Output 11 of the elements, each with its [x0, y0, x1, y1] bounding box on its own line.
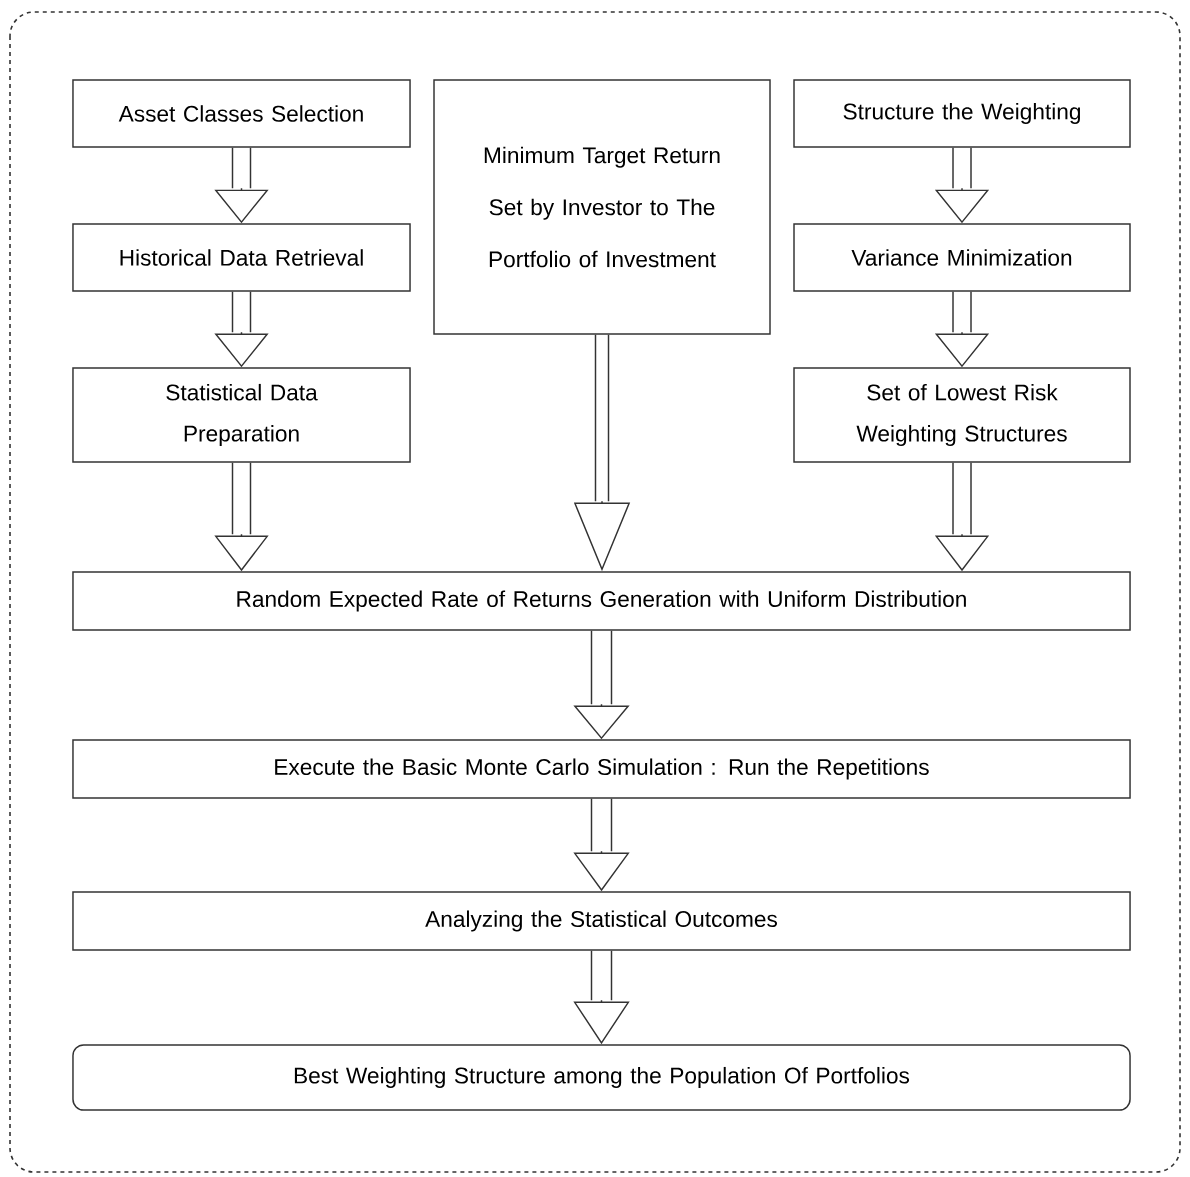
process-box: Historical Data Retrieval [72, 223, 411, 292]
process-box: Statistical Data Preparation [72, 367, 411, 463]
process-box: Set of Lowest Risk Weighting Structures [793, 367, 1131, 463]
process-box: Structure the Weighting [793, 79, 1131, 148]
process-box: Analyzing the Statistical Outcomes [72, 891, 1131, 951]
terminal-box: Best Weighting Structure among the Population Of Portfolios [72, 1044, 1131, 1111]
process-box: Asset Classes Selection [72, 79, 411, 148]
process-box: Variance Minimization [793, 223, 1131, 292]
process-box: Execute the Basic Monte Carlo Simulation : Run the Repetitions [72, 739, 1131, 799]
process-box: Minimum Target Return Set by Investor to The Portfolio of Investment [433, 79, 771, 335]
process-box: Random Expected Rate of Returns Generation with Uniform Distribution [72, 571, 1131, 631]
